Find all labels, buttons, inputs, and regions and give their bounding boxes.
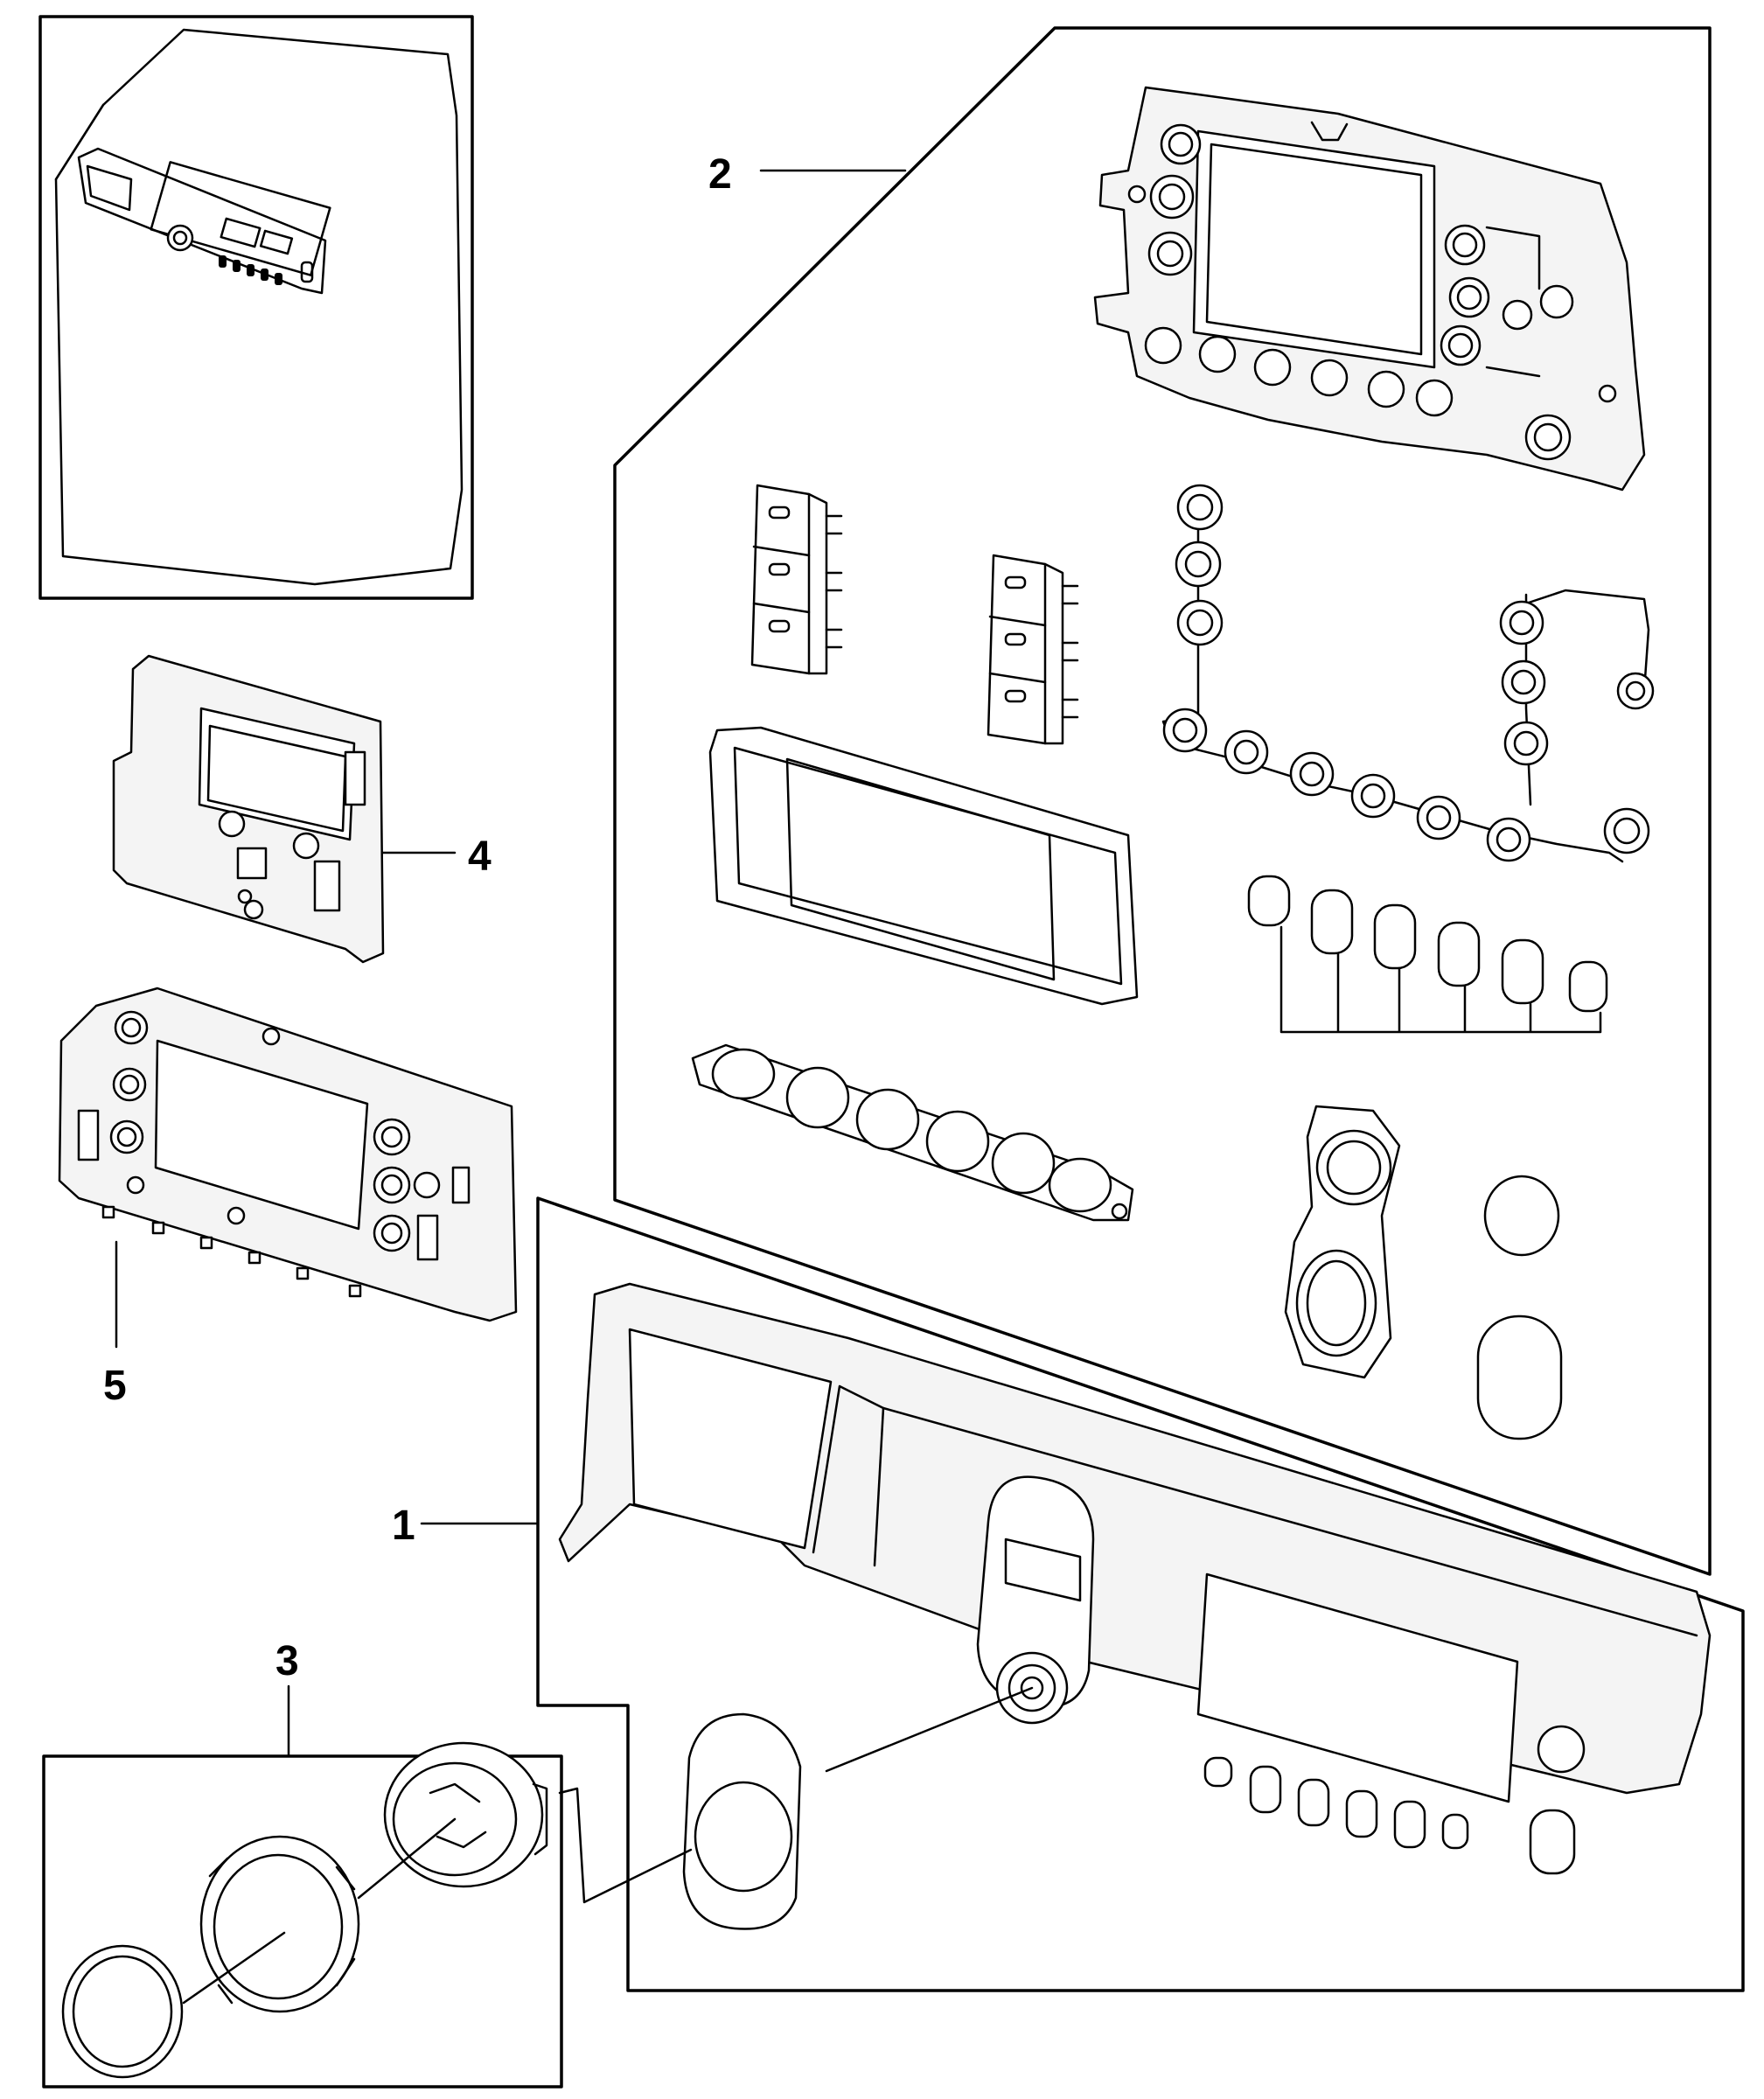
power-push-button xyxy=(1476,1314,1563,1440)
knob-lens-shroud xyxy=(682,1686,1034,1930)
main-control-board xyxy=(58,987,518,1322)
callout-2: 2 xyxy=(708,151,732,198)
callout-labels: 2 4 5 1 3 xyxy=(103,151,732,1684)
callout-5: 5 xyxy=(103,1363,127,1409)
control-board-bracket xyxy=(1093,86,1646,492)
knob-cap xyxy=(61,1944,184,2079)
push-button-set xyxy=(1247,875,1608,1034)
display-bezel xyxy=(708,726,1139,1006)
callout-1: 1 xyxy=(392,1503,415,1549)
keypad-button-tree xyxy=(1161,484,1655,863)
button-holder-right xyxy=(987,554,1079,745)
leader-lines xyxy=(115,169,907,1758)
knob-assembly-box xyxy=(42,1754,563,2089)
control-panel-assembly xyxy=(558,1282,1712,1875)
group-2-outline xyxy=(613,26,1712,1576)
single-push-button xyxy=(1483,1175,1560,1257)
knob-bezel-bracket xyxy=(1284,1105,1401,1379)
display-control-board xyxy=(112,654,385,964)
button-lens-holder xyxy=(691,1043,1134,1222)
knob-explode-lines xyxy=(182,1787,693,2005)
washer-control-panel xyxy=(77,147,331,295)
button-holder-left xyxy=(750,484,843,675)
callout-4: 4 xyxy=(468,833,492,880)
knob-body xyxy=(383,1741,548,1888)
callout-3: 3 xyxy=(275,1638,299,1684)
knob-ring xyxy=(199,1835,360,2013)
washer-overview-inset xyxy=(38,15,474,600)
group-1-outline xyxy=(536,1196,1745,1992)
